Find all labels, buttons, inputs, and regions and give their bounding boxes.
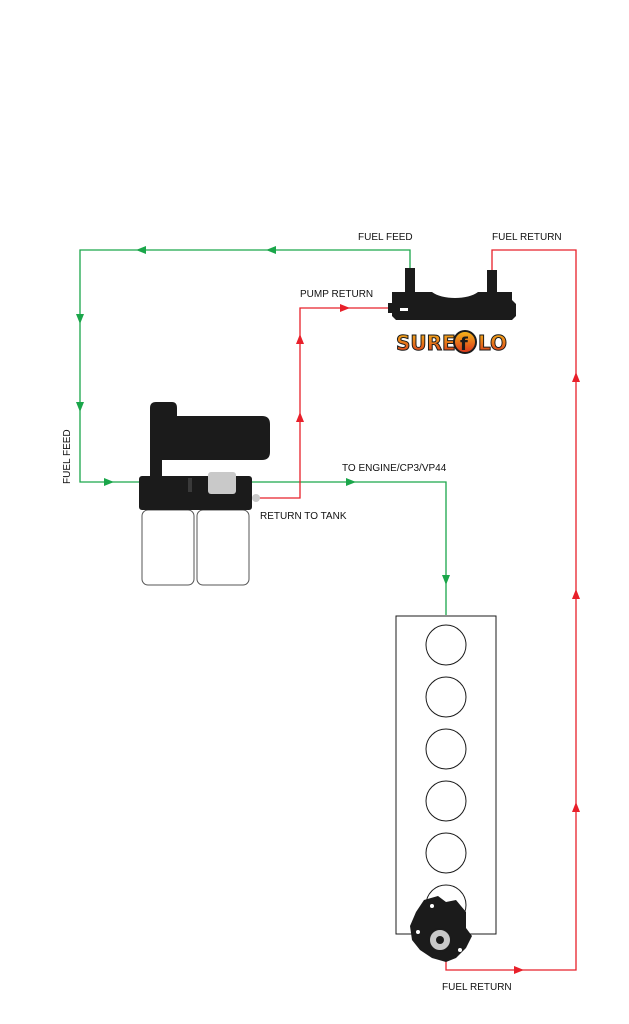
label-fuel-return-bottom: FUEL RETURN — [442, 982, 512, 993]
head-notch — [188, 478, 192, 492]
mount-bolt — [458, 948, 462, 952]
sump-body — [392, 292, 516, 320]
feed-arrow — [76, 314, 84, 324]
feed-line-pump-to-engine — [238, 481, 447, 615]
pump-motor — [150, 402, 270, 478]
filter-cap — [208, 472, 236, 494]
sump-slot — [400, 308, 408, 311]
feed-fitting — [405, 268, 415, 292]
injection-pump — [410, 896, 472, 962]
injection-pump-hub — [436, 936, 444, 944]
label-to-engine: TO ENGINE/CP3/VP44 — [342, 463, 447, 474]
return-arrow — [296, 412, 304, 422]
fuel-return-line — [445, 249, 577, 971]
return-arrow — [572, 372, 580, 382]
lift-pump-assembly — [139, 402, 270, 586]
return-arrow — [572, 589, 580, 599]
mount-bolt — [430, 904, 434, 908]
logo-text-lo: LO — [478, 331, 507, 355]
feed-line-tank-to-pump — [79, 249, 411, 483]
feed-arrows — [76, 246, 450, 585]
return-port — [252, 494, 260, 502]
feed-arrow — [346, 478, 356, 486]
sureflo-logo: SURE f LO — [396, 330, 508, 356]
return-fitting — [487, 270, 497, 292]
logo-emblem-circle — [453, 330, 477, 354]
engine-outline — [395, 615, 497, 935]
return-arrow — [340, 304, 350, 312]
logo-emblem-letter: f — [460, 334, 468, 355]
return-arrows — [296, 304, 580, 974]
cylinder-1 — [425, 624, 467, 666]
feed-lines — [79, 249, 447, 615]
filter-canister-left — [141, 509, 195, 586]
label-pump-return: PUMP RETURN — [300, 289, 373, 300]
cylinder-5 — [425, 832, 467, 874]
logo-text-sure: SURE — [396, 331, 456, 355]
feed-arrow — [266, 246, 276, 254]
cylinder-3 — [425, 728, 467, 770]
filter-canister-right — [196, 509, 250, 586]
feed-arrow — [442, 575, 450, 585]
return-arrow — [572, 802, 580, 812]
feed-arrow — [136, 246, 146, 254]
label-fuel-return-top: FUEL RETURN — [492, 232, 562, 243]
labels: FUEL FEED FUEL RETURN PUMP RETURN FUEL F… — [62, 232, 562, 993]
return-arrow — [514, 966, 524, 974]
cylinder-4 — [425, 780, 467, 822]
label-return-to-tank: RETURN TO TANK — [260, 511, 347, 522]
engine-block — [395, 615, 497, 935]
mount-bolt — [416, 930, 420, 934]
tank-sump — [388, 268, 516, 320]
return-arrow — [296, 334, 304, 344]
cylinder-2 — [425, 676, 467, 718]
feed-arrow — [104, 478, 114, 486]
label-fuel-feed-top: FUEL FEED — [358, 232, 413, 243]
cylinders — [425, 624, 467, 926]
sump-port — [388, 303, 394, 313]
label-fuel-feed-side: FUEL FEED — [62, 429, 73, 484]
feed-arrow — [76, 402, 84, 412]
